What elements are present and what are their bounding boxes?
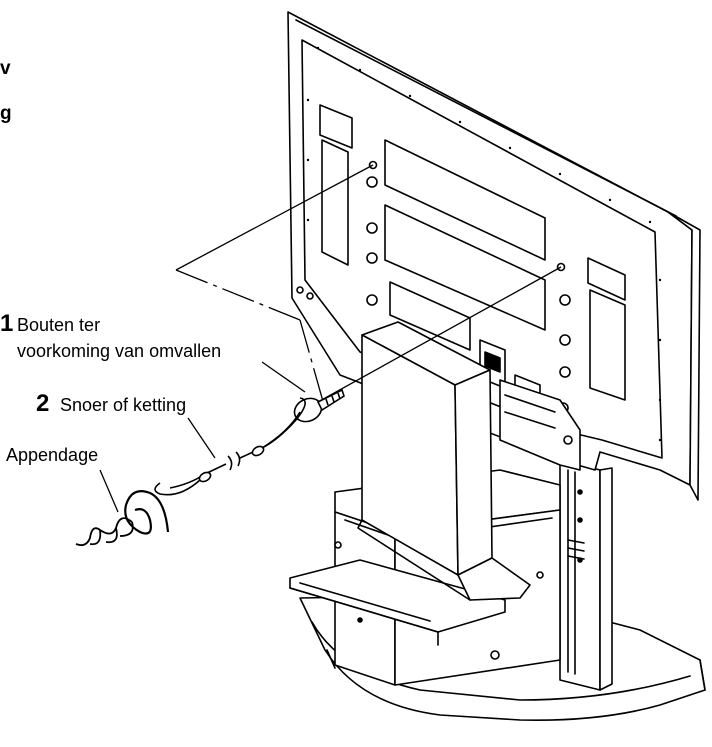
callout-number-2: 2	[36, 390, 50, 417]
anti-tip-hardware	[76, 390, 344, 545]
rear-panel-left-top	[320, 105, 352, 148]
leader-lines	[100, 165, 561, 512]
leader-bolts	[262, 362, 305, 392]
column-cover-side	[455, 370, 492, 575]
wall-screw-coil	[76, 518, 133, 545]
clipped-heading-line2: g	[0, 103, 12, 124]
leader-bolt-hole-left	[176, 165, 373, 270]
wall-hook	[125, 491, 168, 533]
cord-segment-lower	[170, 464, 226, 488]
rear-panel-right	[590, 290, 625, 400]
leader-bolt-hole-right	[300, 267, 561, 412]
tv-front-bezel	[668, 212, 700, 500]
callout-label-cord: Snoer of ketting	[60, 395, 187, 415]
eye-bolt-shaft	[318, 390, 344, 410]
callout-label-attachment: Appendage	[6, 445, 99, 465]
frame-screw-dots	[306, 46, 662, 442]
cord-loop-upper	[262, 398, 305, 448]
column-cover-foot	[458, 558, 530, 600]
projection-line-top	[176, 270, 300, 320]
rear-panel-upper	[385, 140, 545, 260]
tv-inner-frame	[302, 40, 662, 458]
stand-neck-bracket	[500, 380, 580, 470]
stand-post-side	[600, 468, 612, 690]
leader-cord	[188, 418, 215, 458]
cord-segment-upper	[240, 412, 300, 458]
callout-number-1: 1	[0, 310, 14, 337]
projection-line-bottom	[300, 320, 324, 405]
leader-attachment	[100, 470, 118, 512]
cord-break-mark	[228, 452, 240, 470]
clipped-heading-line1: v	[0, 58, 11, 79]
callout-label-bolts-line2: voorkoming van omvallen	[17, 341, 222, 361]
cord-loop-lower	[155, 480, 200, 495]
callout-label-bolts-line1: Bouten ter	[17, 315, 101, 335]
rear-panel-left	[322, 140, 348, 265]
terminal-panel	[390, 282, 470, 350]
rear-panel-right-top	[588, 258, 625, 300]
